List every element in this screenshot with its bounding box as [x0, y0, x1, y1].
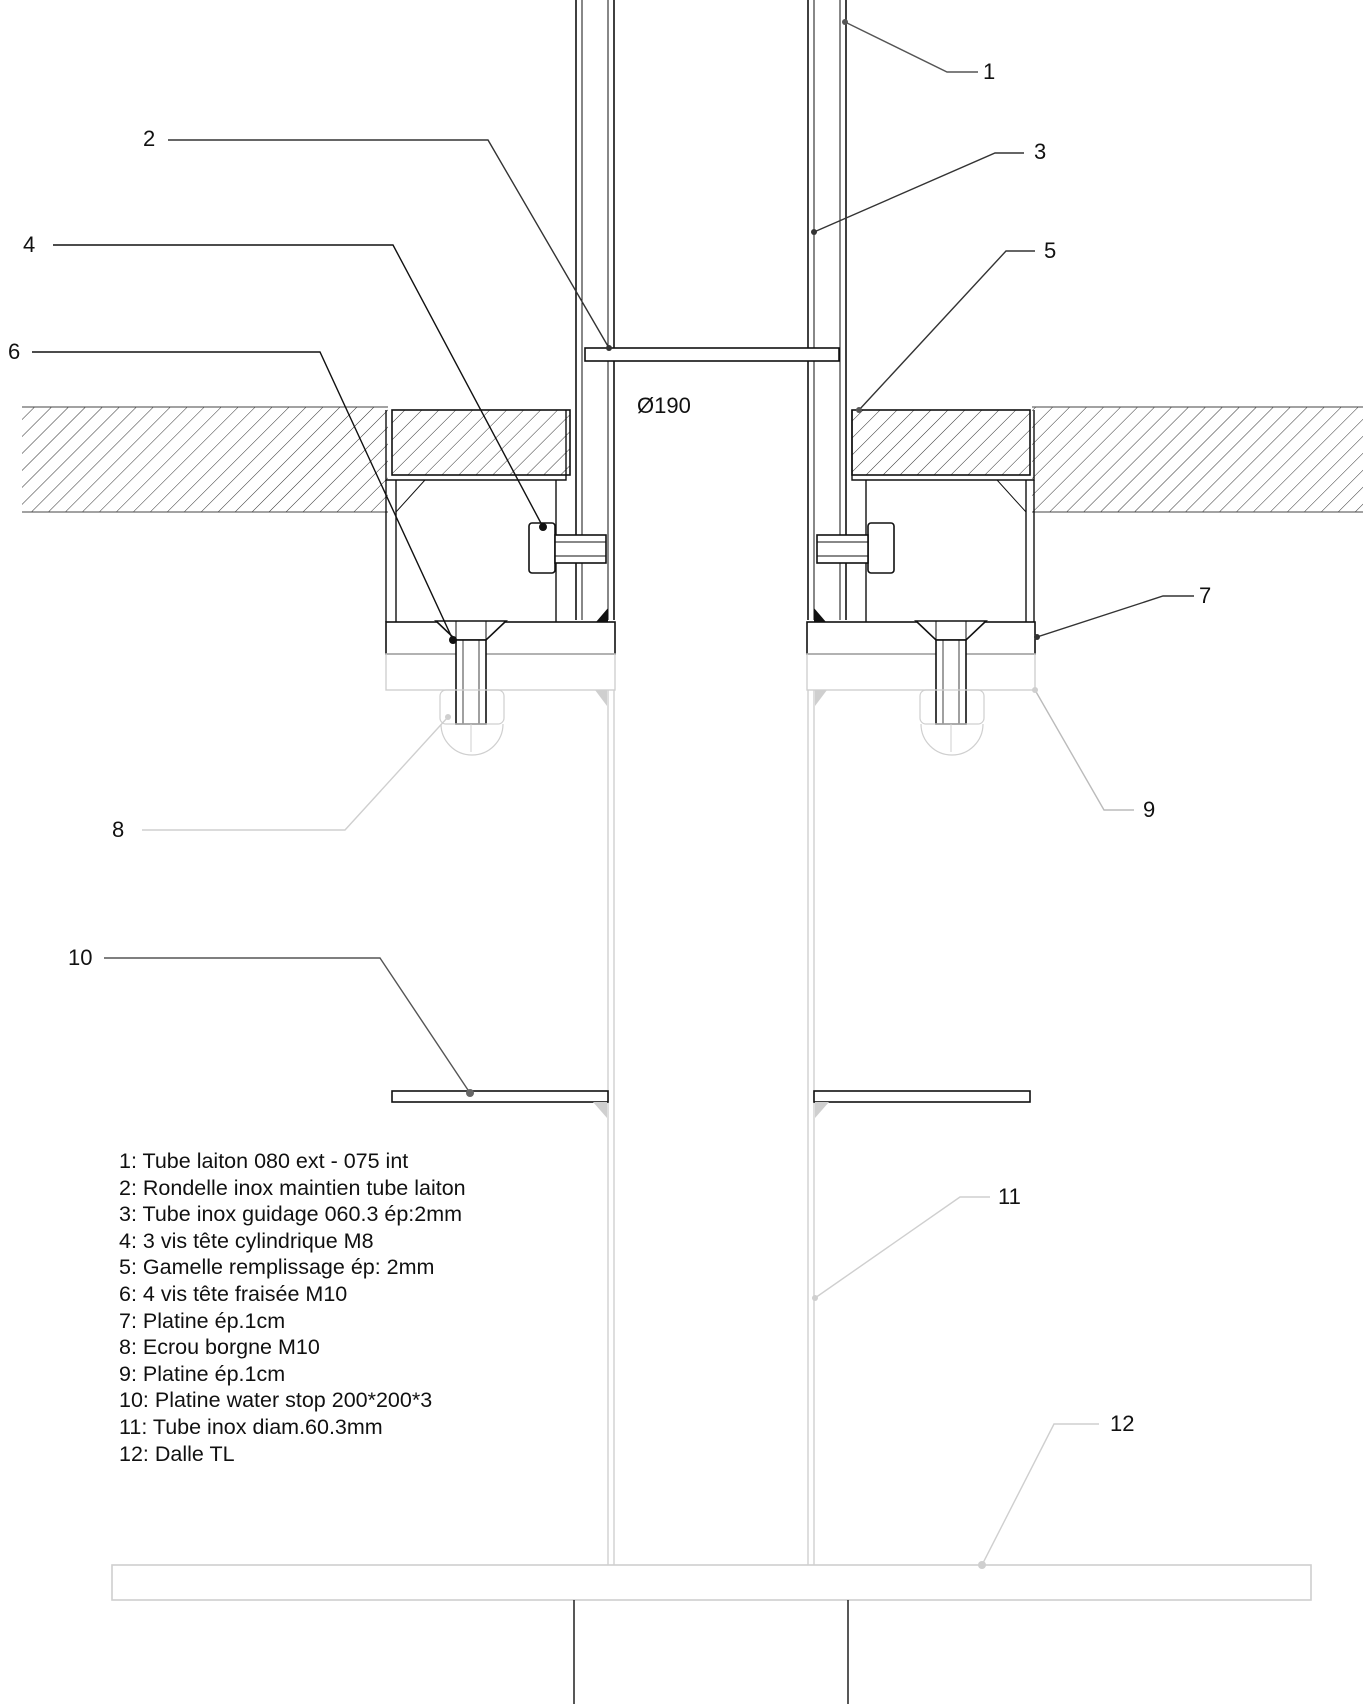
legend-item: 5: Gamelle remplissage ép: 2mm [119, 1255, 435, 1280]
legend-item: 3: Tube inox guidage 060.3 ép:2mm [119, 1202, 463, 1227]
brass-tube [575, 0, 847, 620]
legend-item: 12: Dalle TL [119, 1441, 235, 1466]
support-frame [385, 479, 1035, 622]
callout-5: 5 [1044, 238, 1056, 263]
callout-8: 8 [112, 817, 124, 842]
stainless-washer [584, 347, 840, 362]
legend-item: 11: Tube inox diam.60.3mm [119, 1414, 383, 1439]
callout-10: 10 [68, 945, 92, 970]
callout-2: 2 [143, 126, 155, 151]
legend-item: 8: Ecrou borgne M10 [119, 1335, 320, 1360]
slab-tl [111, 1564, 1312, 1704]
callout-9: 9 [1143, 797, 1155, 822]
legend-item: 6: 4 vis tête fraisée M10 [119, 1281, 348, 1306]
filling-pan [385, 409, 1035, 481]
leader-dots [445, 19, 1040, 1569]
legend-item: 4: 3 vis tête cylindrique M8 [119, 1228, 374, 1253]
legend-item: 1: Tube laiton 080 ext - 075 int [119, 1149, 409, 1173]
callout-11: 11 [998, 1184, 1021, 1209]
legend-item: 10: Platine water stop 200*200*3 [119, 1388, 433, 1413]
acorn-nut [439, 689, 985, 756]
leader-lines [32, 21, 1194, 1566]
legend-item: 2: Rondelle inox maintien tube laiton [119, 1175, 466, 1200]
legend: 1: Tube laiton 080 ext - 075 int 2: Rond… [119, 1148, 499, 1467]
callout-4: 4 [23, 232, 35, 257]
stainless-tube [607, 690, 815, 1565]
legend-item: 7: Platine ép.1cm [119, 1308, 286, 1333]
callout-12: 12 [1110, 1411, 1134, 1436]
callout-6: 6 [8, 339, 20, 364]
callout-3: 3 [1034, 139, 1046, 164]
countersunk-screw [433, 620, 989, 725]
callout-7: 7 [1199, 583, 1211, 608]
cylinder-head-screw [528, 522, 895, 574]
callout-1: 1 [983, 59, 995, 84]
floor-slab [22, 406, 1363, 513]
legend-item: 9: Platine ép.1cm [119, 1361, 286, 1386]
water-stop-plate [391, 1090, 1031, 1118]
diameter-label: Ø190 [637, 393, 691, 418]
